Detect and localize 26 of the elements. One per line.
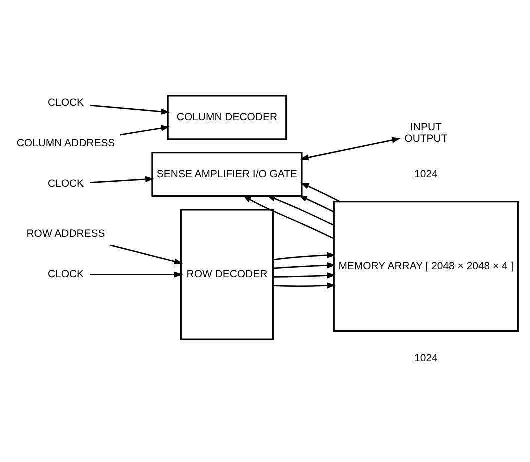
arrow <box>300 137 401 161</box>
arrow <box>120 125 170 136</box>
label: 1024 <box>414 169 438 180</box>
node-box: ROW DECODER <box>180 209 274 340</box>
node-text: ROW ADDRESS <box>26 229 106 240</box>
arrow <box>90 176 154 184</box>
node-text: CLOCK <box>48 98 84 110</box>
node-box: SENSE AMPLIFIER I/O GATE <box>152 152 303 197</box>
arrow <box>273 262 336 270</box>
arrow <box>273 272 336 279</box>
arrow <box>273 282 336 289</box>
node-text: CLOCK <box>48 179 84 190</box>
arrow <box>298 195 334 213</box>
label: 1024 <box>414 353 438 364</box>
node-box: COLUMN DECODER <box>167 95 288 140</box>
arrow <box>90 104 170 115</box>
arrow <box>266 196 334 226</box>
node-box: MEMORY ARRAY [ 2048 × 2048 × 4 ] <box>333 201 519 332</box>
arrow <box>242 195 334 240</box>
arrow <box>273 252 336 261</box>
node-text: CLOCK <box>48 270 84 281</box>
node-text: COLUMN ADDRESS <box>16 138 116 150</box>
arrow <box>110 244 184 265</box>
arrow <box>300 182 340 202</box>
node-text: INPUT OUTPUT <box>404 122 448 145</box>
arrow <box>90 272 184 278</box>
